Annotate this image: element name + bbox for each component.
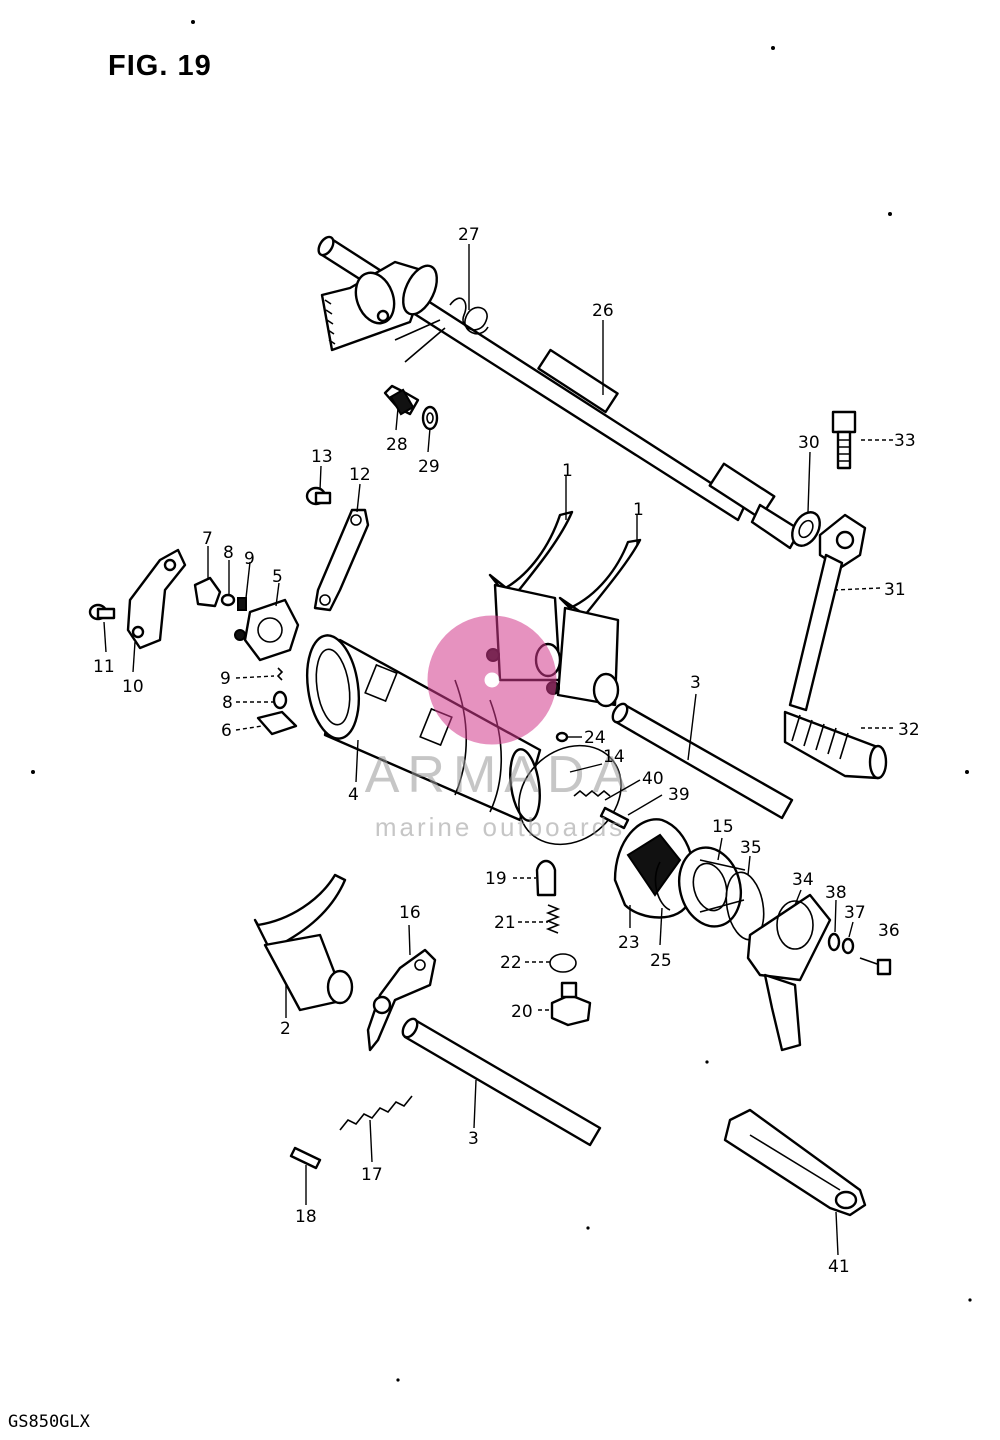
spring-17 [339,1095,413,1131]
neutral-switch-contact-19 [535,859,557,897]
pin-24 [555,731,569,743]
washer-38 [827,932,841,952]
watermark: ARMADA marine outboards [365,615,635,842]
gearshift-lever [788,513,867,712]
spring-21 [545,904,561,934]
plug-20 [550,981,592,1027]
model-code: GS850GLX [8,1412,90,1432]
callout-9-upper: 9 [244,549,255,569]
callout-22: 22 [500,953,522,973]
callout-19: 19 [485,869,507,889]
callout-4: 4 [348,785,359,805]
callout-15: 15 [712,817,734,837]
callout-10: 10 [122,677,144,697]
callout-25: 25 [650,951,672,971]
callout-9-lower: 9 [220,669,231,689]
callout-8-upper: 8 [223,543,234,563]
callout-23: 23 [618,933,640,953]
callout-36: 36 [878,921,900,941]
pin-18 [289,1146,322,1170]
callout-2: 2 [280,1019,291,1039]
bolt-33 [831,410,857,470]
callout-5: 5 [272,567,283,587]
return-spring [394,297,489,363]
pin-8-lower [272,690,288,710]
cam-stopper-16 [366,948,437,1052]
callout-34: 34 [792,870,814,890]
callout-6: 6 [221,721,232,741]
callout-12: 12 [349,465,371,485]
callout-31: 31 [884,580,906,600]
shift-fork-shaft-upper [611,702,794,820]
callout-21: 21 [494,913,516,933]
callout-33: 33 [894,431,916,451]
cam-stopper-plate-12 [313,508,370,612]
shift-fork-lower [253,873,354,1012]
pin-8-upper [220,593,236,607]
bolt-36 [859,957,892,976]
callout-24: 24 [584,728,606,748]
screw-13 [305,486,332,506]
callout-27: 27 [458,225,480,245]
washer-29 [421,405,439,431]
callout-20: 20 [511,1002,533,1022]
callout-1-right: 1 [633,500,644,520]
callout-28: 28 [386,435,408,455]
cam-stopper-plate-10 [126,548,187,650]
callout-3-lower: 3 [468,1129,479,1149]
callout-38: 38 [825,883,847,903]
callout-1-left: 1 [562,461,573,481]
callout-16: 16 [399,903,421,923]
figure-label: FIG. 19 [108,50,212,82]
scan-specks [31,20,972,1382]
callout-17: 17 [361,1165,383,1185]
pin-25 [654,861,671,911]
callout-18: 18 [295,1207,317,1227]
callout-3-upper: 3 [690,673,701,693]
gasket-22 [549,953,577,973]
callout-26: 26 [592,301,614,321]
pin-39 [599,806,630,830]
cam-guide-7 [193,576,222,608]
oil-seal-30 [791,511,821,547]
cam-plate-23 [613,818,695,919]
callout-13: 13 [311,447,333,467]
callout-14: 14 [603,747,625,767]
spring-pin-40 [573,789,611,798]
callout-40: 40 [642,769,664,789]
callout-30: 30 [798,433,820,453]
callout-11: 11 [93,657,115,677]
gearshift-cam [306,634,542,822]
washer-37 [841,937,855,955]
callout-7: 7 [202,529,213,549]
gearshift-sector [320,260,438,352]
callout-leaders [103,244,893,1256]
screw-9-lower [276,667,284,681]
propeller-logo-icon [427,615,557,745]
cam-driven-gear-5 [234,598,300,662]
callout-35: 35 [740,838,762,858]
snap-ring-14 [518,744,622,846]
cam-guide-6 [256,710,298,736]
screw-9-upper [237,597,247,611]
callout-32: 32 [898,720,920,740]
callout-labels: 27 26 28 29 13 12 30 33 31 32 1 1 3 7 8 … [93,225,920,1277]
footrest-bar-41 [723,1108,867,1217]
bolt-11 [88,603,116,621]
bearing-15 [678,846,746,928]
gearshift-shaft [317,235,802,550]
callout-37: 37 [844,903,866,923]
callout-8-lower: 8 [222,693,233,713]
shift-fork-shaft-lower [401,1017,602,1147]
shift-fork-upper-right [546,538,642,708]
callout-39: 39 [668,785,690,805]
callout-41: 41 [828,1257,850,1277]
lever-footrest-32 [783,710,888,780]
shift-arm-stopper-bolt [383,384,420,416]
callout-29: 29 [418,457,440,477]
watermark-tagline: marine outboards [375,812,625,842]
cam-bearing-retainer-34 [746,893,832,1052]
watermark-name: ARMADA [365,746,635,804]
